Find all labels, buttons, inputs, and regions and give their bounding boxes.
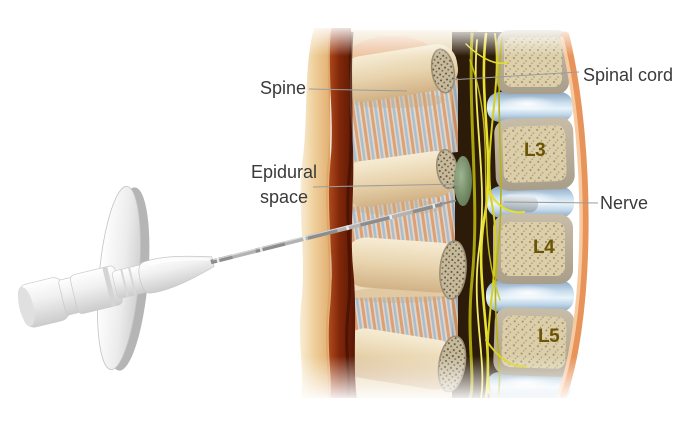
vertebra-label-l4: L4 — [533, 237, 555, 258]
skin-layer — [299, 28, 334, 400]
leader-lines — [308, 71, 599, 204]
spine-leader-line — [308, 88, 408, 92]
label-epidural-space: Epidural space — [250, 162, 318, 207]
label-spine: Spine — [259, 78, 306, 98]
spinal-cord-leader-line — [448, 71, 580, 81]
needle-shaft — [210, 199, 457, 265]
epidural-needle — [17, 185, 457, 371]
spinous-processes — [341, 44, 467, 393]
epidural-space-highlight — [454, 156, 472, 206]
needle-hub — [17, 255, 215, 328]
nerve-root-stub — [501, 194, 538, 213]
nerve-leader-line — [503, 201, 599, 204]
vertebra-label-l5: L5 — [538, 326, 560, 347]
label-spinal-cord: Spinal cord — [583, 65, 674, 85]
epidural-space-leader-line — [312, 183, 463, 188]
label-nerve: Nerve — [600, 193, 649, 213]
vertebra-l3 — [494, 117, 575, 191]
vertebra-l4 — [493, 214, 573, 284]
vertebra-label-l3: L3 — [524, 140, 546, 161]
edge-fades — [282, 0, 687, 447]
